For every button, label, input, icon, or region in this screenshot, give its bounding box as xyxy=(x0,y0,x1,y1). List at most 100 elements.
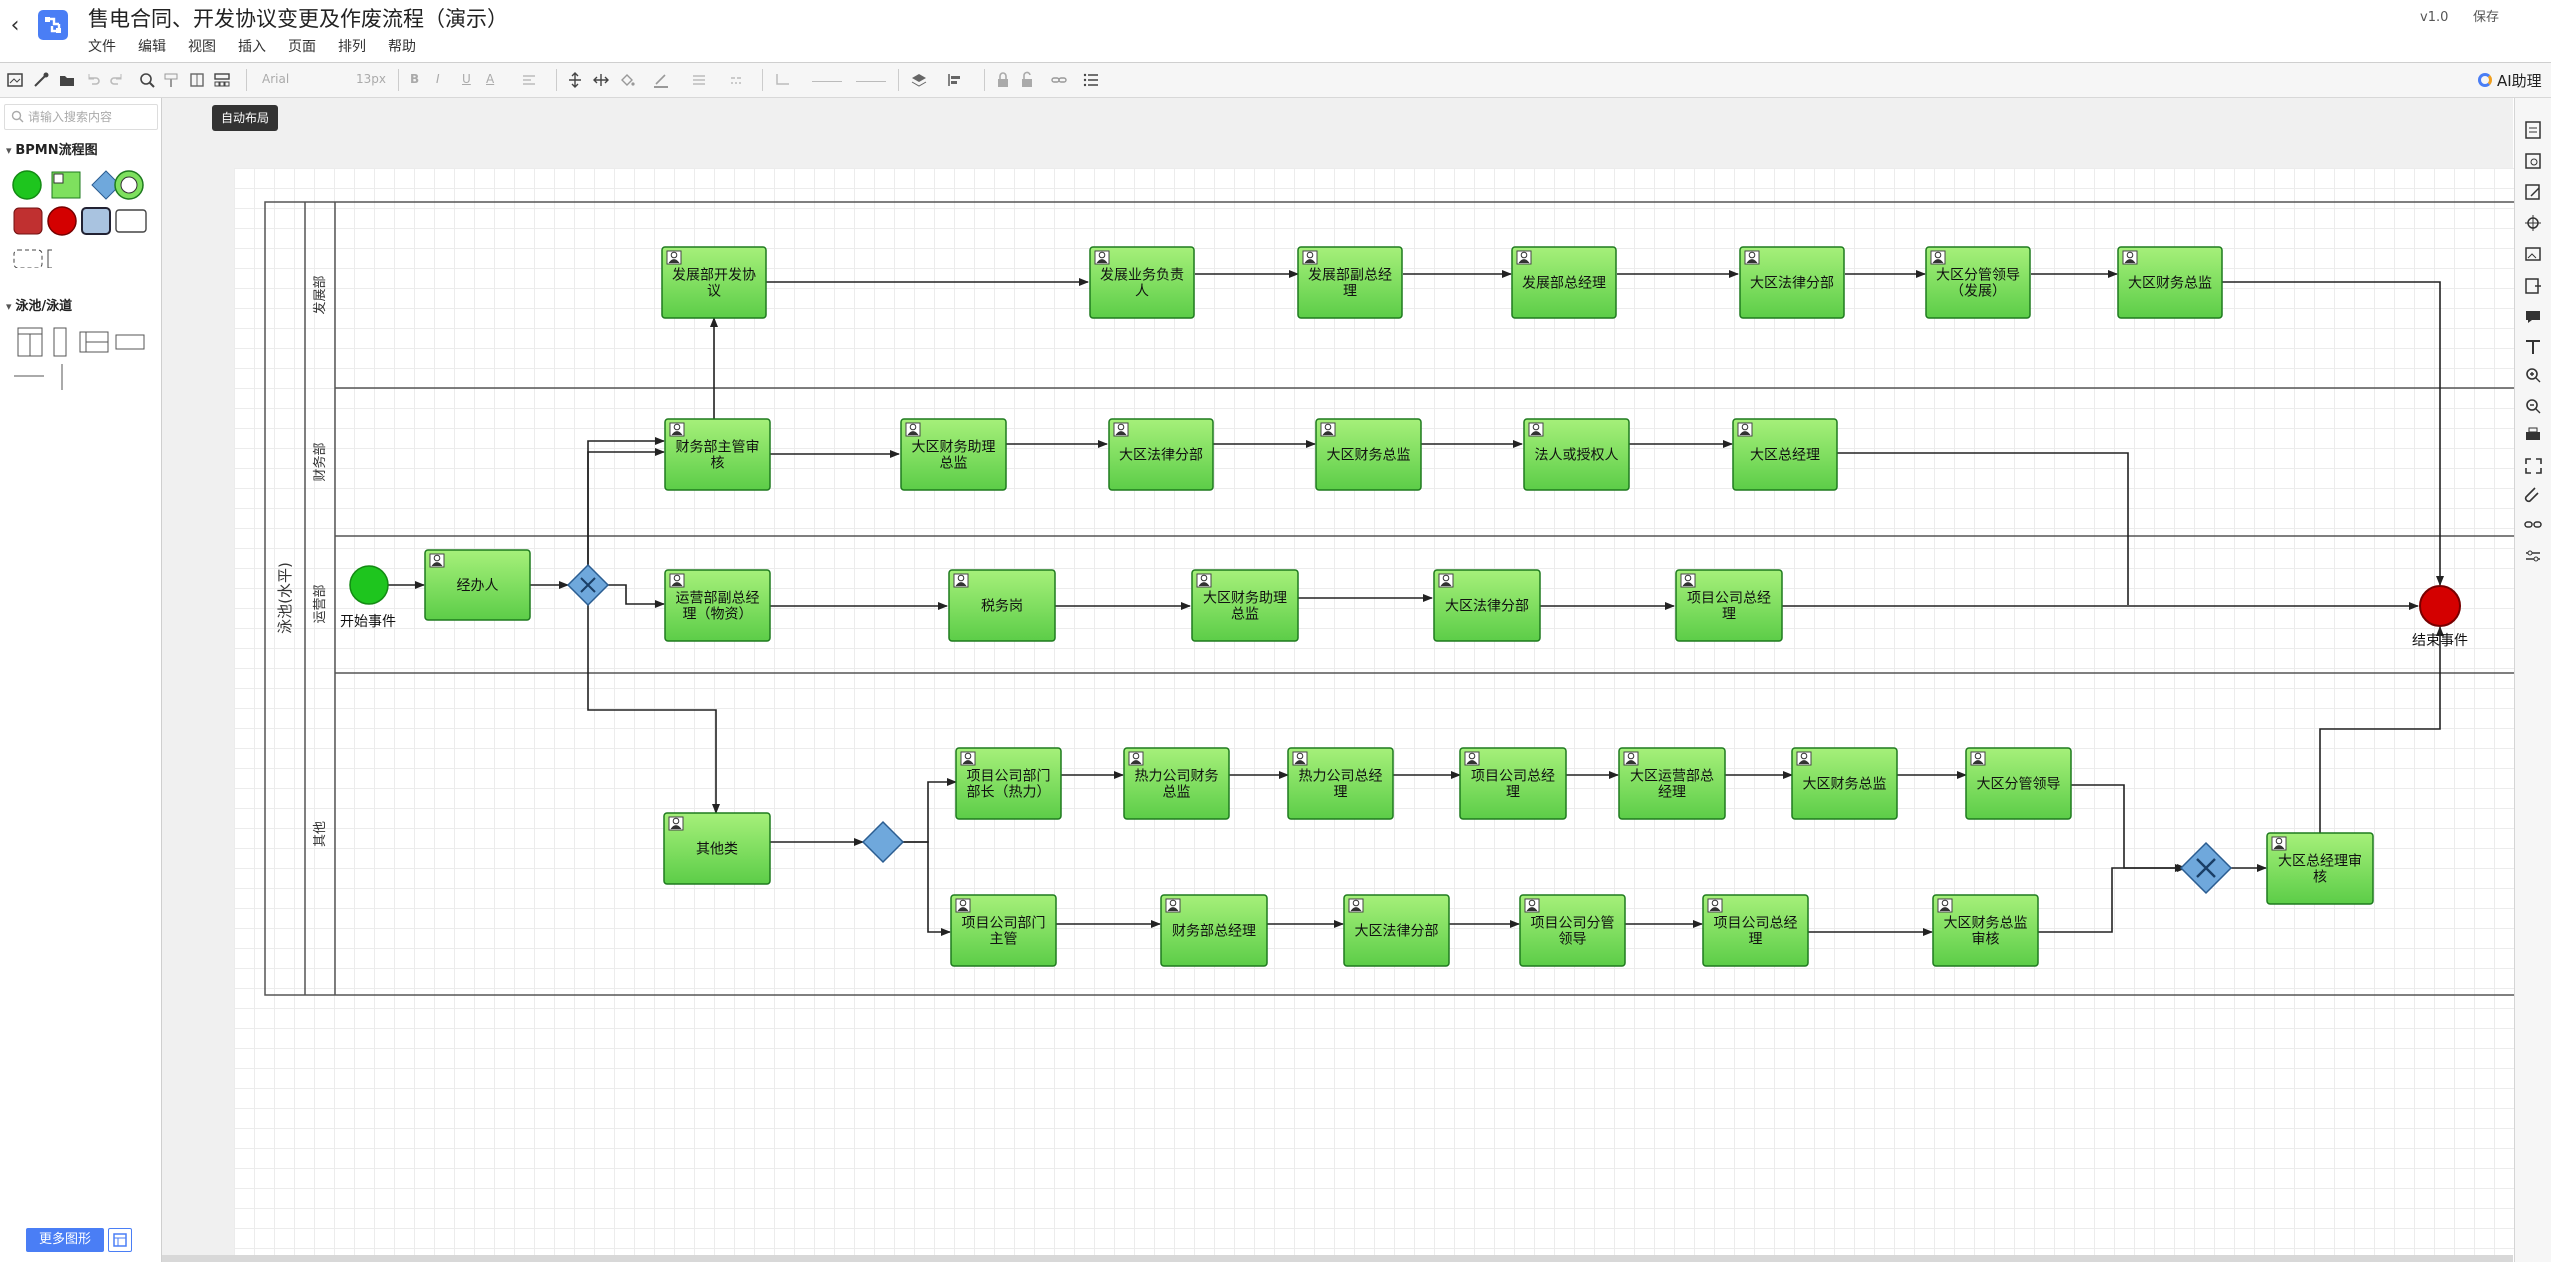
group-shape[interactable] xyxy=(13,249,43,268)
line-width-icon[interactable] xyxy=(812,81,842,82)
user-task[interactable]: 发展部总经理 xyxy=(1511,246,1617,319)
user-task[interactable]: 法人或授权人 xyxy=(1523,418,1630,491)
settings-icon[interactable] xyxy=(2526,550,2540,562)
connector-icon[interactable] xyxy=(774,71,792,89)
lane-other[interactable]: 其他 xyxy=(313,821,328,847)
fit-screen-icon[interactable] xyxy=(2525,458,2542,474)
zoom-out-icon[interactable] xyxy=(2526,399,2541,414)
grid-icon[interactable] xyxy=(188,71,206,89)
exclusive-gateway-1[interactable] xyxy=(566,563,610,607)
user-task[interactable]: 运营部副总经理（物资） xyxy=(664,569,771,642)
shape-search-input[interactable] xyxy=(4,104,158,130)
menu-page[interactable]: 页面 xyxy=(288,39,316,55)
horizontal-pool-shape[interactable] xyxy=(79,331,109,353)
user-task[interactable]: 大区财务总监 xyxy=(1315,418,1422,491)
lane-finance[interactable]: 财务部 xyxy=(312,442,2535,537)
flow-gw2-to-project[interactable] xyxy=(903,841,951,936)
user-task[interactable]: 大区法律分部 xyxy=(1739,246,1845,319)
user-task[interactable]: 经办人 xyxy=(424,549,531,621)
preview-icon[interactable] xyxy=(2525,153,2541,169)
menu-arrange[interactable]: 排列 xyxy=(338,39,366,55)
user-task[interactable]: 热力公司总经理 xyxy=(1287,747,1394,820)
user-task[interactable]: 热力公司财务总监 xyxy=(1123,747,1230,820)
menu-help[interactable]: 帮助 xyxy=(388,39,416,55)
user-task[interactable]: 大区分管领导 xyxy=(1965,747,2072,820)
auto-layout-icon[interactable] xyxy=(213,71,231,89)
flow-review-to-end[interactable] xyxy=(2319,626,2444,833)
user-task[interactable]: 项目公司总经理 xyxy=(1675,569,1783,642)
attachment-icon[interactable] xyxy=(2524,487,2539,503)
canvas-page[interactable] xyxy=(234,168,2514,1262)
zoom-in-icon[interactable] xyxy=(2526,368,2541,383)
user-task[interactable]: 项目公司部门部长（热力） xyxy=(955,747,1062,820)
undo-icon[interactable] xyxy=(84,71,102,89)
arrow-icon[interactable] xyxy=(856,81,886,82)
user-task[interactable]: 大区总经理审核 xyxy=(2266,832,2374,905)
horizontal-space-icon[interactable] xyxy=(592,71,610,89)
layer-icon[interactable] xyxy=(910,71,928,89)
fill-icon[interactable] xyxy=(618,71,636,89)
flow-dev-to-end[interactable] xyxy=(2222,281,2444,586)
menu-file[interactable]: 文件 xyxy=(88,39,116,55)
comment-icon[interactable] xyxy=(2526,311,2540,323)
line-style-icon[interactable] xyxy=(690,71,708,89)
user-task[interactable]: 大区财务总监 xyxy=(2117,246,2223,319)
start-event-shape[interactable] xyxy=(12,170,42,200)
image-icon[interactable] xyxy=(2525,247,2541,261)
vertical-lane-shape[interactable] xyxy=(53,327,67,357)
user-task[interactable]: 大区分管领导（发展） xyxy=(1925,246,2031,319)
user-task[interactable]: 发展部开发协议 xyxy=(661,246,767,319)
connect-icon[interactable] xyxy=(32,71,50,89)
subprocess-shape[interactable] xyxy=(81,207,111,235)
folder-icon[interactable] xyxy=(58,71,76,89)
print-icon[interactable] xyxy=(2526,427,2540,440)
menu-view[interactable]: 视图 xyxy=(188,39,216,55)
page-icon[interactable] xyxy=(6,71,24,89)
format-painter-icon[interactable] xyxy=(162,71,180,89)
user-task[interactable]: 大区运营部总经理 xyxy=(1618,747,1726,820)
exclusive-gateway-2[interactable] xyxy=(861,820,905,864)
text-icon[interactable] xyxy=(2526,340,2540,354)
end-event[interactable]: 结束事件 xyxy=(2412,585,2468,649)
edit-icon[interactable] xyxy=(2525,184,2540,200)
flow-fin-to-end[interactable] xyxy=(1837,452,2129,605)
end-event-shape[interactable] xyxy=(47,206,77,236)
unlock-icon[interactable] xyxy=(1018,71,1036,89)
lane-development[interactable]: 发展部 xyxy=(312,275,2535,389)
user-task[interactable]: 项目公司部门主管 xyxy=(950,894,1057,967)
user-task[interactable]: 项目公司分管领导 xyxy=(1519,894,1626,967)
user-task[interactable]: 大区法律分部 xyxy=(1108,418,1214,491)
user-task[interactable]: 项目公司总经理 xyxy=(1459,747,1567,820)
exclusive-gateway-3[interactable] xyxy=(2179,841,2233,895)
user-task[interactable]: 大区法律分部 xyxy=(1433,569,1541,642)
menu-insert[interactable]: 插入 xyxy=(238,39,266,55)
font-color-icon[interactable]: A xyxy=(486,72,495,86)
link-icon[interactable] xyxy=(1050,71,1068,89)
section-bpmn[interactable]: BPMN流程图 xyxy=(6,139,97,158)
menu-edit[interactable]: 编辑 xyxy=(138,39,166,55)
flow-gateway-to-other[interactable] xyxy=(587,605,720,814)
user-task[interactable]: 发展业务负责人 xyxy=(1089,246,1195,319)
message-event-shape[interactable] xyxy=(13,207,43,235)
flow-gw2-to-heat[interactable] xyxy=(903,778,957,843)
italic-icon[interactable]: I xyxy=(436,72,440,86)
user-task[interactable]: 大区总经理 xyxy=(1732,418,1838,491)
export-icon[interactable] xyxy=(2525,278,2541,294)
flow-heat-to-gw3[interactable] xyxy=(2071,784,2187,872)
user-task[interactable]: 其他类 xyxy=(663,812,771,885)
save-button[interactable]: 保存 xyxy=(2472,10,2499,25)
redo-icon[interactable] xyxy=(108,71,126,89)
lock-icon[interactable] xyxy=(994,71,1012,89)
document-title[interactable]: 售电合同、开发协议变更及作废流程（演示） xyxy=(88,7,508,31)
more-shapes-button[interactable]: 更多图形 xyxy=(26,1228,104,1252)
user-task[interactable]: 税务岗 xyxy=(948,569,1056,642)
task-shape[interactable] xyxy=(115,209,147,233)
shape-manager-icon[interactable] xyxy=(108,1228,132,1252)
user-task[interactable]: 大区财务总监审核 xyxy=(1932,894,2039,967)
line-color-icon[interactable] xyxy=(652,71,670,89)
user-task[interactable]: 财务部主管审核 xyxy=(664,418,771,491)
horizontal-lane-shape[interactable] xyxy=(115,334,145,350)
user-task[interactable]: 大区财务总监 xyxy=(1791,747,1898,820)
vertical-pool-shape[interactable] xyxy=(17,327,43,357)
bold-icon[interactable]: B xyxy=(410,72,420,86)
